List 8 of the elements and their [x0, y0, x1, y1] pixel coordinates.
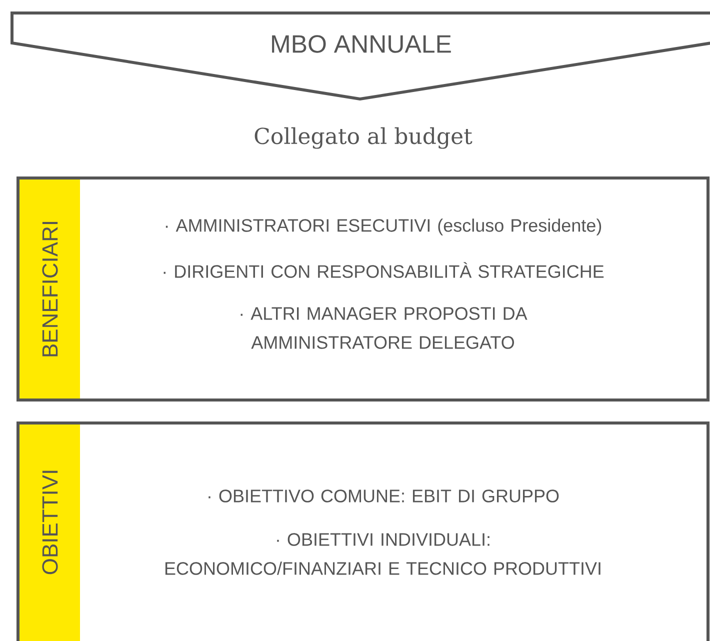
band-heading: BENEFICIARI [42, 222, 58, 356]
list-item: · AMMINISTRATORI ESECUTIVI (escluso Presidente) [166, 218, 602, 236]
list-item: · OBIETTIVI INDIVIDUALI: ECONOMICO/FINANZIARI E TECNICO PRODUTTIVI [165, 533, 600, 575]
subtitle: Collegato al budget [254, 127, 472, 149]
list-item: · ALTRI MANAGER PROPOSTI DA AMMINISTRATORE DELEGATO [240, 307, 528, 349]
list-item: · OBIETTIVO COMUNE: EBIT DI GRUPPO [208, 490, 559, 502]
list-item: · DIRIGENTI CON RESPONSABILITÀ STRATEGICHE [164, 262, 604, 278]
band-heading: OBIETTIVI [42, 470, 58, 574]
